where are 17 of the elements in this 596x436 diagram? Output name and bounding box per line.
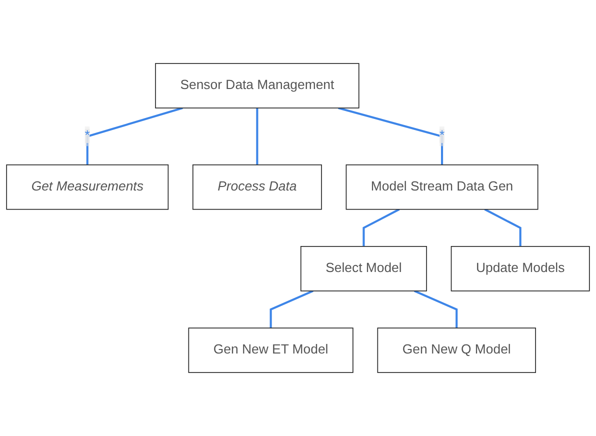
connector	[338, 107, 444, 165]
node-box: Select Model	[300, 246, 427, 292]
connector	[86, 107, 183, 165]
connector	[256, 108, 258, 165]
node-box: Gen New ET Model	[188, 328, 354, 373]
connector	[270, 290, 314, 328]
connector	[484, 208, 522, 246]
node-box: Update Models	[450, 246, 590, 292]
connector	[362, 208, 400, 246]
connector	[414, 290, 458, 328]
node-box: Get Measurements	[6, 164, 169, 210]
node-box: Sensor Data Management	[155, 63, 360, 108]
node-box: Process Data	[192, 164, 322, 210]
node-box: Gen New Q Model	[377, 328, 536, 373]
node-box: Model Stream Data Gen	[346, 164, 538, 210]
edge-label: *	[439, 129, 445, 144]
edge-label: *	[84, 129, 90, 144]
